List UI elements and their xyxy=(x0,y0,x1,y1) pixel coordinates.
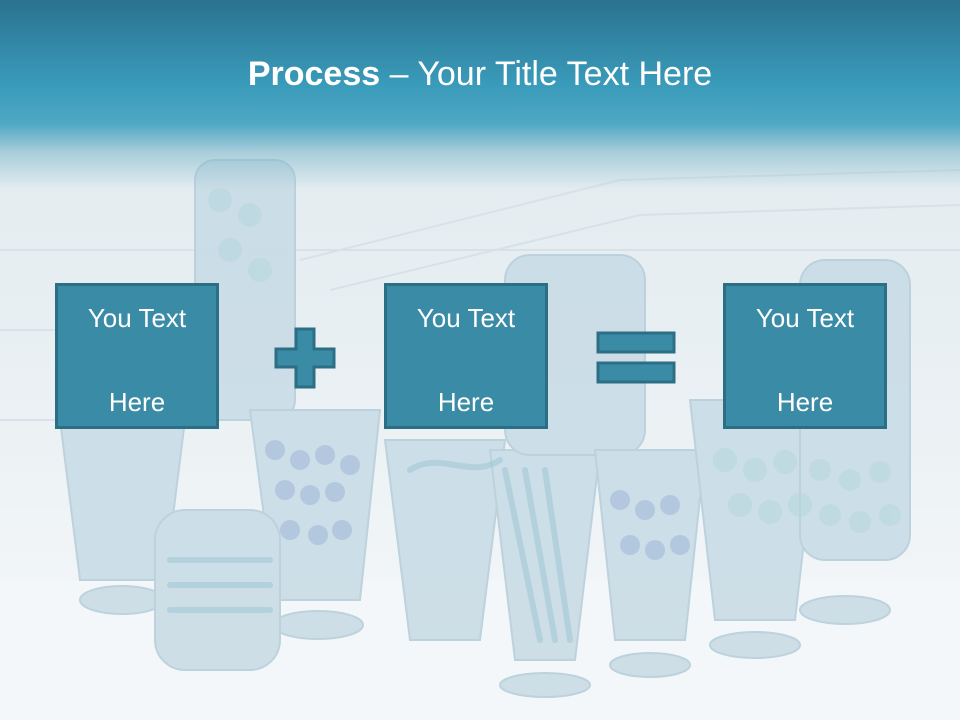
equals-icon xyxy=(596,331,676,384)
process-box-3-line1: You Text xyxy=(755,303,855,333)
title-separator: – xyxy=(380,55,418,93)
title-text: Your Title Text Here xyxy=(417,55,713,93)
header-band xyxy=(0,0,960,190)
page-title: Process – Your Title Text Here xyxy=(0,52,960,96)
process-box-1-line2: Here xyxy=(108,387,166,417)
title-bold: Process xyxy=(247,55,381,93)
process-box-1-line1: You Text xyxy=(87,303,187,333)
plus-icon xyxy=(274,327,336,389)
process-box-3-line2: Here xyxy=(776,387,834,417)
process-box-2-line1: You Text xyxy=(416,303,516,333)
process-box-2-line2: Here xyxy=(437,387,495,417)
